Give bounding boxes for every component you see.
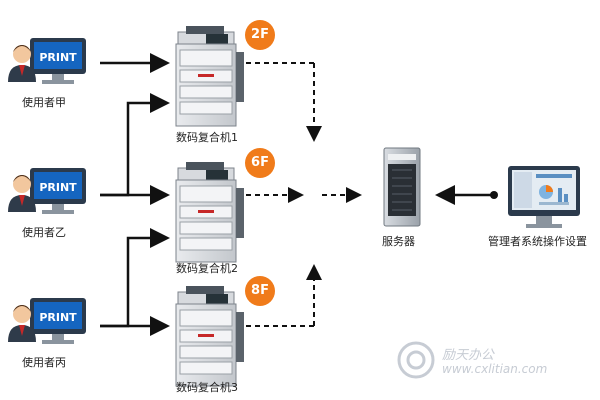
connector-user2-printer1 bbox=[100, 93, 170, 197]
connector-admin-dot bbox=[490, 191, 498, 199]
user-2-icon: PRINT bbox=[8, 168, 86, 214]
floor-badge-6f: 6F bbox=[245, 148, 275, 178]
admin-monitor-icon bbox=[508, 166, 580, 228]
printer-2-icon bbox=[175, 162, 244, 263]
floor-badge-8f: 8F bbox=[245, 276, 275, 306]
svg-text:PRINT: PRINT bbox=[39, 311, 77, 324]
floor-badge-2f: 2F bbox=[245, 20, 275, 50]
watermark-logo-icon bbox=[397, 341, 435, 379]
watermark-name: 励天办公 bbox=[442, 348, 495, 363]
watermark-url: www.cxlitian.com bbox=[442, 362, 548, 376]
user-3-label: 使用者丙 bbox=[22, 356, 66, 369]
user-2-label: 使用者乙 bbox=[22, 226, 66, 239]
printer-3-label: 数码复合机3 bbox=[176, 381, 238, 394]
user-3-icon: PRINT bbox=[8, 298, 86, 344]
admin-label: 管理者系统操作设置 bbox=[488, 235, 587, 248]
user-1-label: 使用者甲 bbox=[22, 96, 66, 109]
user-1-icon: PRINT bbox=[8, 38, 86, 84]
printer-3-icon bbox=[175, 286, 244, 387]
svg-text:PRINT: PRINT bbox=[39, 181, 77, 194]
printer-1-icon bbox=[175, 26, 244, 127]
connector-user3-printer2 bbox=[100, 228, 170, 328]
server-icon bbox=[383, 147, 421, 227]
printer-2-label: 数码复合机2 bbox=[176, 262, 238, 275]
svg-text:PRINT: PRINT bbox=[39, 51, 77, 64]
server-label: 服务器 bbox=[382, 235, 415, 248]
printer-1-label: 数码复合机1 bbox=[176, 131, 238, 144]
